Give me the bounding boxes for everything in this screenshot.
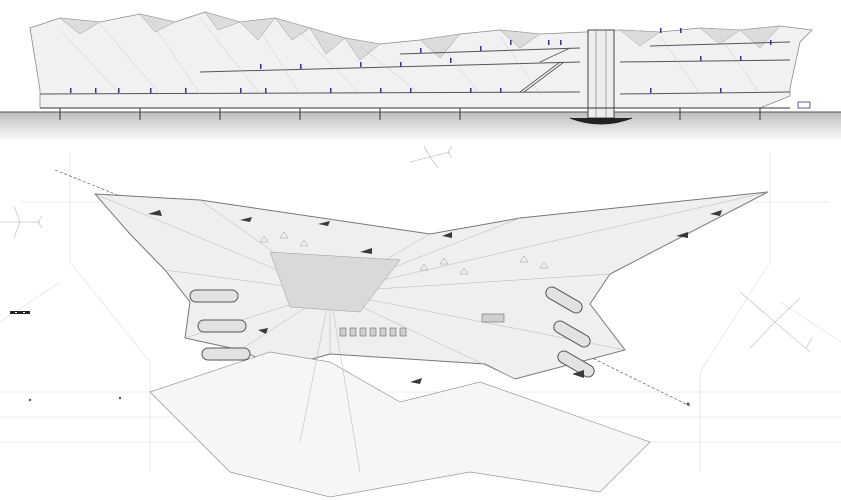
floor-slabs: [39, 41, 791, 95]
people-figures: [70, 28, 772, 93]
seating-clusters: [259, 231, 549, 275]
central-atrium: [269, 251, 401, 313]
airplane-icon: [0, 145, 813, 353]
building-plan: [0, 142, 841, 500]
north-arrow-icon: [28, 396, 690, 406]
ground-shading: [0, 112, 841, 142]
interior-structure: [59, 17, 761, 95]
building-section: [0, 0, 841, 142]
legend-line-3: [10, 302, 50, 307]
section-svg: [0, 11, 841, 142]
section-cut-line: [54, 169, 691, 407]
roof-facets: [59, 11, 781, 61]
vertical-core: [569, 29, 633, 125]
plaza-area: [149, 351, 651, 498]
base-structure: [40, 107, 790, 120]
scale-bar: [10, 311, 50, 314]
baggage-carousels: [189, 286, 595, 378]
skylights: [148, 210, 722, 384]
escalators: [519, 47, 571, 93]
drawing-legend: [10, 292, 50, 314]
check-in-counters: [339, 313, 505, 337]
plan-svg: [0, 145, 841, 498]
vehicle-icon: [797, 101, 811, 109]
